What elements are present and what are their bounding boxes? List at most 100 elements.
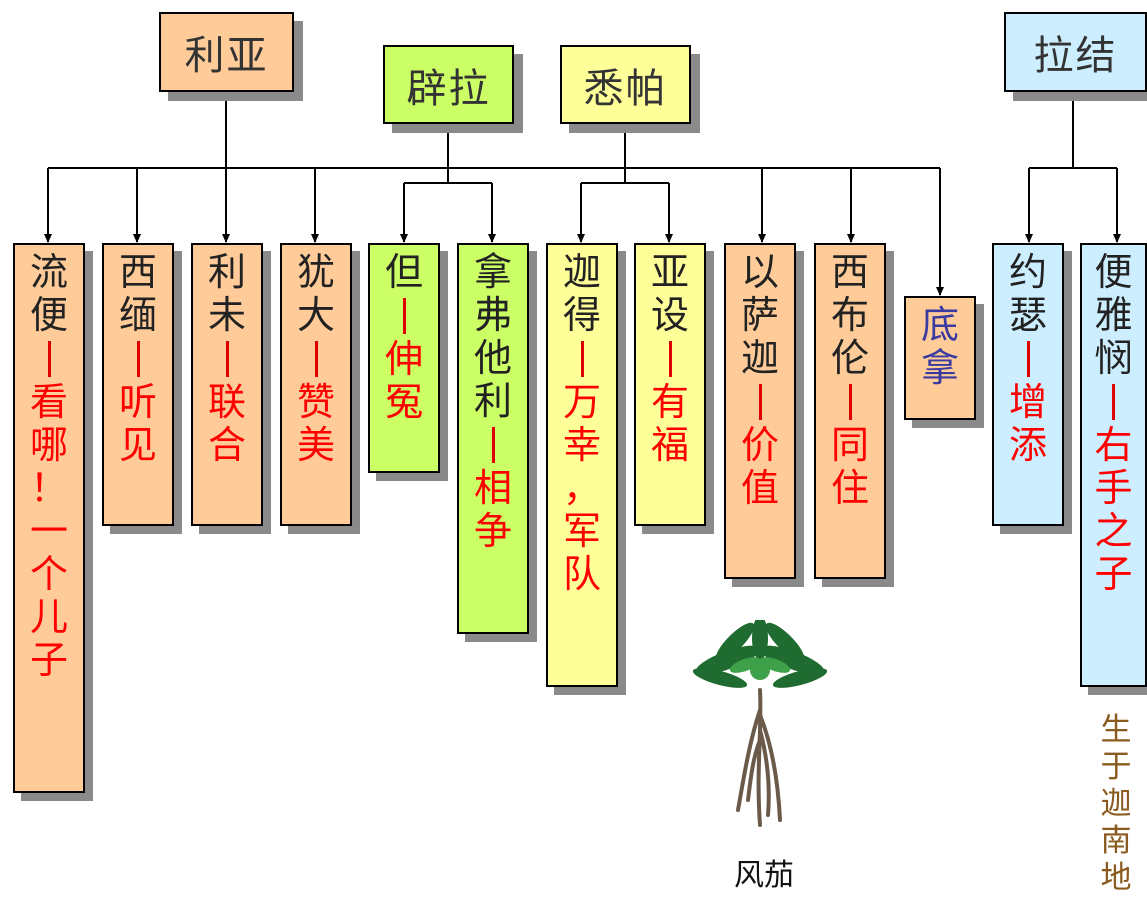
son-issachar-meaning-char: 值	[740, 466, 779, 510]
son-gad-meaning-char: ，	[562, 466, 601, 510]
son-naphtali: 拿弗他利相争	[457, 243, 529, 634]
son-joseph-name-char: 瑟	[1008, 293, 1047, 337]
son-dan-meaning-char: 冤	[384, 380, 423, 424]
son-levi-name-char: 未	[207, 293, 246, 337]
son-gad-meaning-char: 军	[562, 509, 601, 553]
mother-zilpah: 悉帕	[560, 45, 691, 124]
son-zebulun-name-char: 伦	[830, 336, 869, 380]
son-simeon-name-char: 缅	[118, 293, 157, 337]
son-simeon-meaning-char: 听	[118, 380, 157, 424]
son-zebulun-name-char: 布	[830, 293, 869, 337]
mother-bilhah: 辟拉	[383, 45, 514, 124]
son-gad-name-char: 得	[562, 293, 601, 337]
son-benjamin-meaning-char: 右	[1094, 423, 1133, 467]
separator-bar	[47, 341, 51, 377]
benjamin-birthplace-note: 生 于 迦 南 地	[1100, 712, 1132, 896]
son-gad-meaning-char: 幸	[562, 423, 601, 467]
son-reuben-meaning-char: 一	[29, 509, 68, 553]
mandrake-label: 风茄	[734, 858, 794, 893]
separator-bar	[136, 341, 140, 377]
son-issachar-name-char: 迦	[740, 336, 779, 380]
mother-leah-label: 利亚	[184, 33, 269, 79]
son-benjamin-name-char: 悯	[1094, 336, 1133, 380]
son-judah: 犹大赞美	[280, 243, 352, 526]
son-zebulun-meaning-char: 住	[830, 466, 869, 510]
son-asher-name-char: 亚	[650, 250, 689, 294]
son-zebulun-meaning-char: 同	[830, 423, 869, 467]
son-reuben-meaning-char: ！	[29, 466, 68, 510]
son-judah-name-char: 大	[296, 293, 335, 337]
son-reuben-meaning-char: 哪	[29, 423, 68, 467]
son-benjamin-meaning-char: 子	[1094, 552, 1133, 596]
son-naphtali-name-char: 弗	[473, 293, 512, 337]
son-benjamin-meaning-char: 手	[1094, 466, 1133, 510]
son-levi: 利未联合	[191, 243, 263, 526]
separator-bar	[848, 384, 852, 420]
son-dan-name-char: 但	[384, 250, 423, 294]
son-simeon-name-char: 西	[118, 250, 157, 294]
separator-bar	[580, 341, 584, 377]
son-gad-meaning-char: 万	[562, 380, 601, 424]
son-reuben-meaning-char: 个	[29, 552, 68, 596]
son-issachar: 以萨迦价值	[724, 243, 796, 579]
son-asher-name-char: 设	[650, 293, 689, 337]
son-benjamin-name-char: 雅	[1094, 293, 1133, 337]
son-naphtali-name-char: 他	[473, 336, 512, 380]
son-zebulun-name-char: 西	[830, 250, 869, 294]
son-issachar-meaning-char: 价	[740, 423, 779, 467]
son-naphtali-name-char: 拿	[473, 250, 512, 294]
mother-leah: 利亚	[159, 12, 294, 92]
son-gad-meaning-char: 队	[562, 552, 601, 596]
separator-bar	[758, 384, 762, 420]
son-reuben: 流便看哪！一个儿子	[13, 243, 85, 793]
separator-bar	[225, 341, 229, 377]
son-simeon: 西缅听见	[102, 243, 174, 526]
son-simeon-meaning-char: 见	[118, 423, 157, 467]
son-dinah-name-char: 拿	[920, 346, 959, 390]
son-gad: 迦得万幸，军队	[546, 243, 618, 687]
son-zebulun: 西布伦同住	[814, 243, 886, 579]
son-asher: 亚设有福	[634, 243, 706, 526]
separator-bar	[1112, 384, 1115, 420]
son-issachar-name-char: 以	[740, 250, 779, 294]
separator-bar	[314, 341, 318, 377]
mother-rachel: 拉结	[1004, 12, 1147, 92]
son-reuben-meaning-char: 子	[29, 638, 68, 682]
mother-bilhah-label: 辟拉	[406, 65, 491, 112]
separator-bar	[1026, 341, 1030, 377]
son-reuben-meaning-char: 儿	[29, 595, 68, 639]
son-judah-name-char: 犹	[296, 250, 335, 294]
son-judah-meaning-char: 美	[296, 423, 335, 467]
son-joseph-name-char: 约	[1008, 250, 1047, 294]
separator-bar	[491, 427, 495, 463]
son-gad-name-char: 迦	[562, 250, 601, 294]
son-naphtali-meaning-char: 争	[473, 509, 512, 553]
son-joseph: 约瑟增添	[992, 243, 1064, 526]
son-levi-name-char: 利	[207, 250, 246, 294]
son-reuben-meaning-char: 看	[29, 380, 68, 424]
son-joseph-meaning-char: 添	[1008, 423, 1047, 467]
son-benjamin: 便雅悯右手之子	[1080, 243, 1147, 687]
son-naphtali-meaning-char: 相	[473, 466, 512, 510]
son-naphtali-name-char: 利	[473, 379, 512, 423]
mother-rachel-label: 拉结	[1033, 33, 1118, 79]
son-benjamin-meaning-char: 之	[1094, 509, 1133, 553]
son-dinah-name-char: 底	[920, 303, 959, 347]
separator-bar	[668, 341, 672, 377]
son-reuben-name-char: 便	[29, 293, 68, 337]
son-asher-meaning-char: 有	[650, 380, 689, 424]
separator-bar	[402, 298, 406, 334]
son-benjamin-name-char: 便	[1094, 250, 1133, 294]
mandrake-plant-image	[692, 620, 828, 827]
son-dan-meaning-char: 伸	[384, 337, 423, 381]
son-levi-meaning-char: 合	[207, 423, 246, 467]
son-joseph-meaning-char: 增	[1008, 380, 1047, 424]
son-judah-meaning-char: 赞	[296, 380, 335, 424]
son-dinah: 底拿	[904, 296, 976, 420]
son-reuben-name-char: 流	[29, 250, 68, 294]
son-dan: 但伸冤	[368, 243, 440, 473]
son-levi-meaning-char: 联	[207, 380, 246, 424]
mother-zilpah-label: 悉帕	[583, 65, 668, 112]
son-issachar-name-char: 萨	[740, 293, 779, 337]
